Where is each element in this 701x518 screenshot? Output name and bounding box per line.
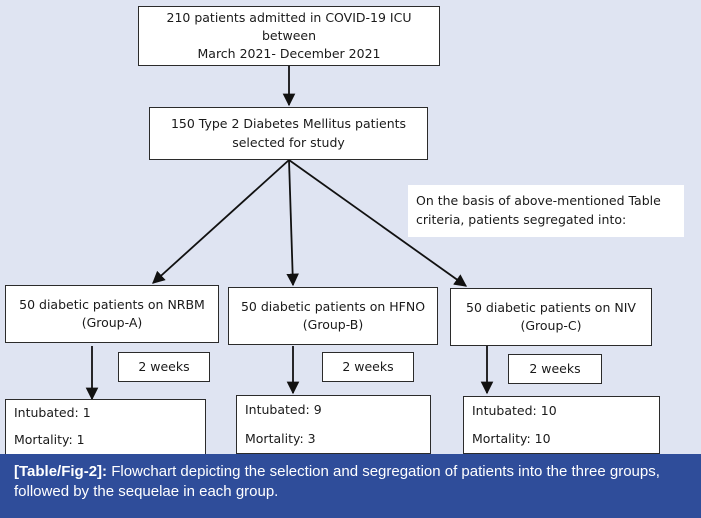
arrow-selected-to-group-b [286, 159, 299, 287]
top-box-line1: 210 patients admitted in COVID-19 ICU be… [166, 9, 412, 43]
group-c-outcome-box: Intubated: 10 Mortality: 10 [463, 396, 660, 454]
group-c-mortality: Mortality: 10 [472, 430, 551, 446]
group-a-line2: (Group-A) [81, 315, 143, 330]
group-b-duration-label: 2 weeks [342, 358, 394, 374]
group-c-line2: (Group-C) [520, 318, 582, 333]
group-b-line2: (Group-B) [302, 317, 364, 332]
selected-box-line2: selected for study [232, 134, 345, 150]
note-line2: criteria, patients segregated into: [416, 212, 627, 228]
caption-text: Flowchart depicting the selection and se… [14, 463, 660, 501]
flowchart-arrows [85, 66, 494, 401]
group-b-box: 50 diabetic patients on HFNO (Group-B) [228, 287, 438, 345]
top-box: 210 patients admitted in COVID-19 ICU be… [138, 6, 440, 66]
group-b-duration: 2 weeks [322, 352, 414, 382]
group-a-mortality: Mortality: 1 [14, 432, 85, 448]
selected-box: 150 Type 2 Diabetes Mellitus patients se… [149, 107, 428, 160]
selected-box-line1: 150 Type 2 Diabetes Mellitus patients [170, 116, 407, 132]
figure-caption: [Table/Fig-2]: Flowchart depicting the s… [0, 454, 701, 518]
group-a-intubated: Intubated: 1 [14, 405, 91, 421]
group-b-outcome-box: Intubated: 9 Mortality: 3 [236, 395, 431, 454]
group-b-intubated: Intubated: 9 [245, 402, 322, 418]
segregation-note: On the basis of above-mentioned Table cr… [408, 185, 684, 237]
group-a-box: 50 diabetic patients on NRBM (Group-A) [5, 285, 219, 343]
group-c-duration: 2 weeks [508, 354, 602, 384]
group-b-line1: 50 diabetic patients on HFNO [240, 298, 426, 314]
group-a-line1: 50 diabetic patients on NRBM [19, 296, 205, 312]
group-c-intubated: Intubated: 10 [472, 402, 557, 418]
group-c-box: 50 diabetic patients on NIV (Group-C) [450, 288, 652, 346]
group-c-line1: 50 diabetic patients on NIV [466, 299, 636, 315]
group-c-duration-label: 2 weeks [529, 360, 581, 376]
group-a-outcome-box: Intubated: 1 Mortality: 1 [5, 399, 206, 455]
arrow-selected-to-group-c [288, 159, 468, 287]
top-box-line2: March 2021- December 2021 [197, 46, 381, 62]
note-line1: On the basis of above-mentioned Table [416, 193, 661, 208]
group-a-duration-label: 2 weeks [138, 358, 190, 374]
caption-label: [Table/Fig-2]: [14, 463, 112, 480]
group-b-mortality: Mortality: 3 [245, 430, 316, 446]
group-a-duration: 2 weeks [118, 352, 210, 382]
arrow-selected-to-group-a [152, 159, 290, 284]
